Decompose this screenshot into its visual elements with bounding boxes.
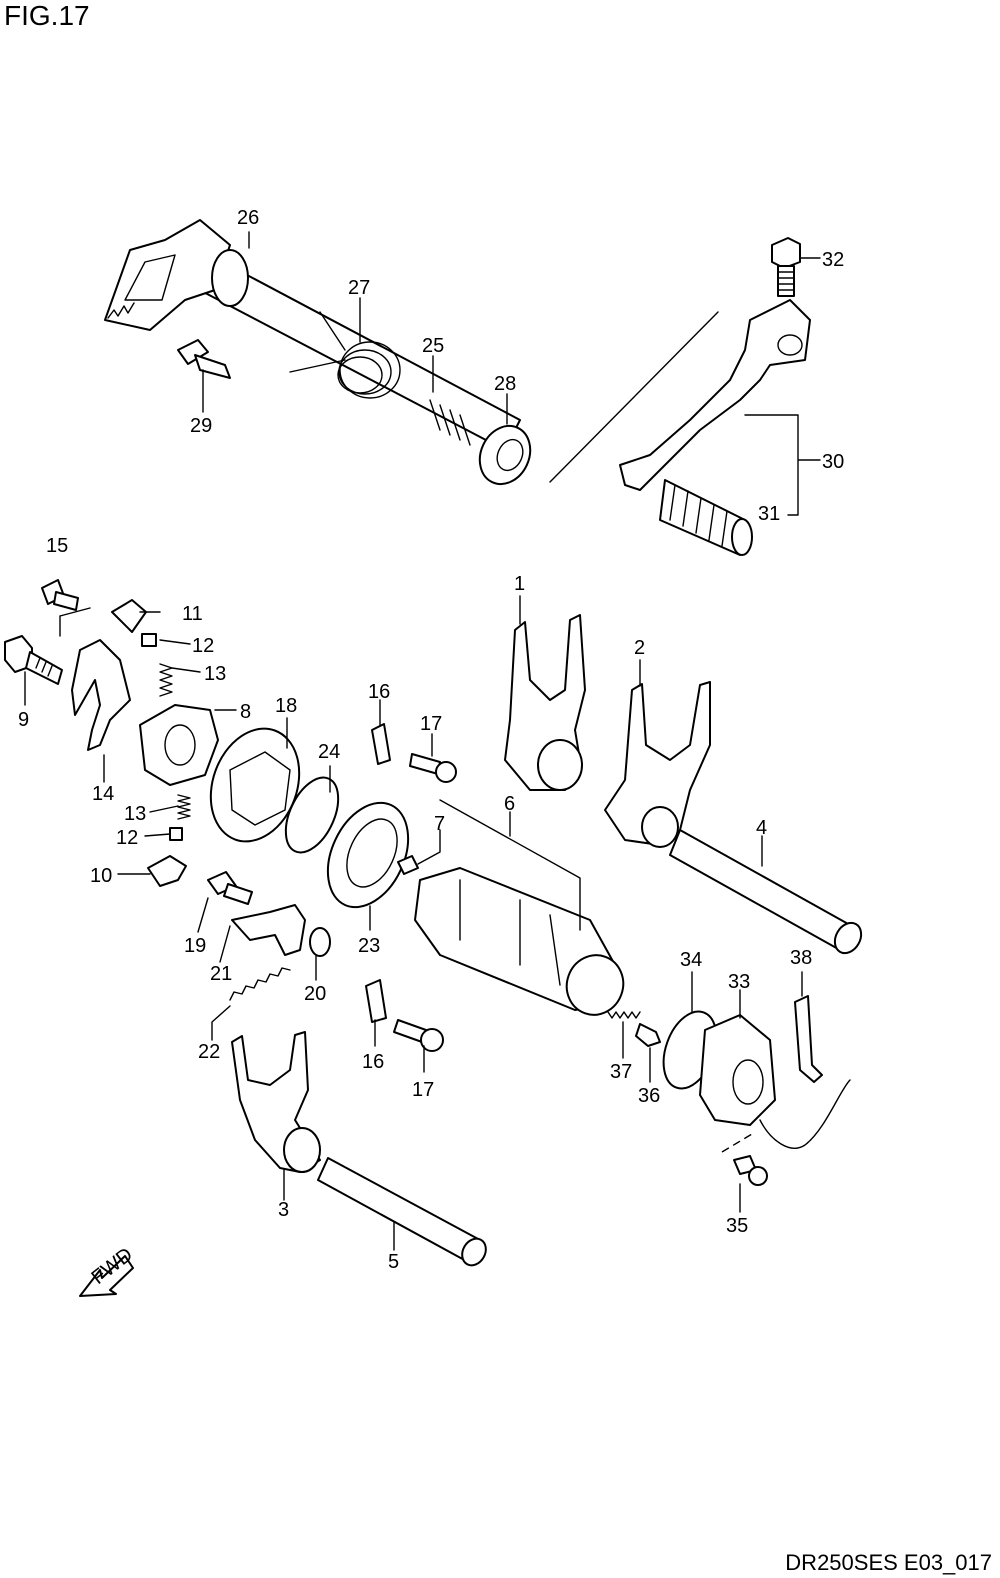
spring-22-part bbox=[229, 967, 291, 1001]
contact-36-part bbox=[635, 1023, 661, 1047]
gear-shift-lever-part bbox=[619, 299, 811, 556]
fork-shaft-5-part bbox=[317, 1157, 487, 1267]
cam-stopper-14-part bbox=[71, 639, 131, 751]
figure-title: FIG.17 bbox=[4, 0, 90, 31]
plate-10-part bbox=[147, 855, 187, 887]
callout-38: 38 bbox=[790, 947, 812, 969]
spring-13-lower-part bbox=[177, 794, 191, 820]
oil-seal-part bbox=[478, 424, 532, 486]
stud-bolt-part bbox=[177, 339, 231, 379]
retainer-16-upper-part bbox=[371, 723, 391, 765]
neutral-switch-33-part bbox=[699, 1014, 851, 1149]
callout-17-upper: 17 bbox=[420, 713, 442, 735]
gear-shift-shaft-part bbox=[104, 219, 521, 451]
screw-17-upper-part bbox=[409, 753, 457, 783]
callout-25: 25 bbox=[422, 335, 444, 357]
screw-35-part bbox=[733, 1155, 768, 1186]
bearing-23-part bbox=[326, 801, 410, 909]
callout-35: 35 bbox=[726, 1215, 748, 1237]
callout-12-upper: 12 bbox=[192, 635, 214, 657]
leader-lines bbox=[24, 231, 821, 1251]
callout-34: 34 bbox=[680, 949, 702, 971]
callout-19: 19 bbox=[184, 935, 206, 957]
callout-18: 18 bbox=[275, 695, 297, 717]
bolt-9-part bbox=[4, 635, 63, 685]
pin-7-part bbox=[397, 855, 419, 875]
screw-15-part bbox=[41, 579, 79, 611]
callout-1: 1 bbox=[514, 573, 525, 595]
callout-4: 4 bbox=[756, 817, 767, 839]
callout-37: 37 bbox=[610, 1061, 632, 1083]
shift-cam-8-part bbox=[139, 704, 219, 786]
callout-36: 36 bbox=[638, 1085, 660, 1107]
callout-11: 11 bbox=[182, 603, 203, 625]
callout-14: 14 bbox=[92, 783, 114, 805]
shift-fork-1-part bbox=[504, 614, 586, 791]
pin-12-lower-part bbox=[169, 827, 183, 841]
callout-32: 32 bbox=[822, 249, 844, 271]
screw-17-lower-part bbox=[393, 1019, 444, 1052]
callout-2: 2 bbox=[634, 637, 645, 659]
plate-11-part bbox=[111, 599, 147, 633]
callout-20: 20 bbox=[304, 983, 326, 1005]
spring-13-upper-part bbox=[159, 663, 173, 697]
bolt-19-part bbox=[207, 871, 253, 905]
spring-37-part bbox=[607, 1011, 641, 1019]
callout-3: 3 bbox=[278, 1199, 289, 1221]
callout-28: 28 bbox=[494, 373, 516, 395]
washer-20-part bbox=[309, 927, 331, 957]
bolt-32-part bbox=[771, 237, 801, 297]
callout-10: 10 bbox=[90, 865, 112, 887]
callout-33: 33 bbox=[728, 971, 750, 993]
shift-drum-6-part bbox=[414, 867, 625, 1016]
callout-23: 23 bbox=[358, 935, 380, 957]
callout-13-lower: 13 bbox=[124, 803, 146, 825]
diagram-code: DR250SES E03_017 bbox=[785, 1550, 992, 1575]
callout-9: 9 bbox=[18, 709, 29, 731]
callout-26: 26 bbox=[237, 207, 259, 229]
shift-fork-2-part bbox=[604, 681, 711, 848]
callout-7: 7 bbox=[434, 813, 445, 835]
shift-fork-3-part bbox=[231, 1031, 321, 1173]
callout-30: 30 bbox=[822, 451, 844, 473]
callout-8: 8 bbox=[240, 701, 251, 723]
callout-15: 15 bbox=[46, 535, 68, 557]
callout-21: 21 bbox=[210, 963, 232, 985]
callout-22: 22 bbox=[198, 1041, 220, 1063]
fork-shaft-4-part bbox=[669, 829, 863, 955]
retainer-16-lower-part bbox=[365, 979, 387, 1023]
callout-labels: 26 27 25 28 29 32 30 31 15 11 12 13 9 8 … bbox=[18, 207, 844, 1273]
callout-5: 5 bbox=[388, 1251, 399, 1273]
callout-24: 24 bbox=[318, 741, 340, 763]
callout-29: 29 bbox=[190, 415, 212, 437]
callout-17-lower: 17 bbox=[412, 1079, 434, 1101]
callout-27: 27 bbox=[348, 277, 370, 299]
forward-direction-arrow: FWD bbox=[79, 1244, 137, 1297]
callout-13-upper: 13 bbox=[204, 663, 226, 685]
callout-16-upper: 16 bbox=[368, 681, 390, 703]
pin-12-upper-part bbox=[141, 633, 157, 647]
callout-12-lower: 12 bbox=[116, 827, 138, 849]
washer-24-part bbox=[284, 776, 340, 854]
callout-16-lower: 16 bbox=[362, 1051, 384, 1073]
clamp-38-part bbox=[794, 995, 823, 1083]
callout-6: 6 bbox=[504, 793, 515, 815]
arm-21-part bbox=[231, 904, 306, 956]
callout-31: 31 bbox=[758, 503, 780, 525]
